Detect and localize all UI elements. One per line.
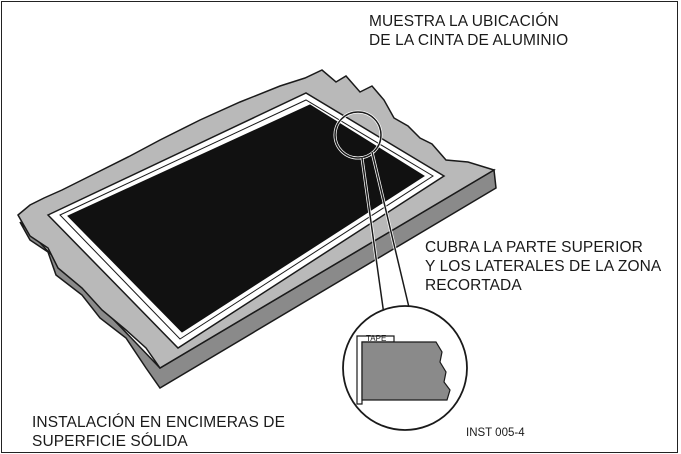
figure-code: INST 005-4: [466, 427, 525, 439]
caption-installation-title: INSTALACIÓN EN ENCIMERAS DE SUPERFICIE S…: [32, 414, 286, 450]
caption-cover-instructions: CUBRA LA PARTE SUPERIOR Y LOS LATERALES …: [425, 239, 662, 294]
tape-inner-outline: [59, 99, 434, 340]
leader-line-right-stroke: [371, 151, 413, 321]
sink-cutout: [67, 104, 425, 333]
tape-label: TAPE: [366, 334, 386, 343]
callout-circle-outline: [334, 111, 382, 159]
leader-line-left-stroke: [361, 157, 386, 323]
caption-tape-location: MUESTRA LA UBICACIÓN DE LA CINTA DE ALUM…: [369, 13, 569, 49]
detail-countertop-section: [361, 341, 451, 401]
